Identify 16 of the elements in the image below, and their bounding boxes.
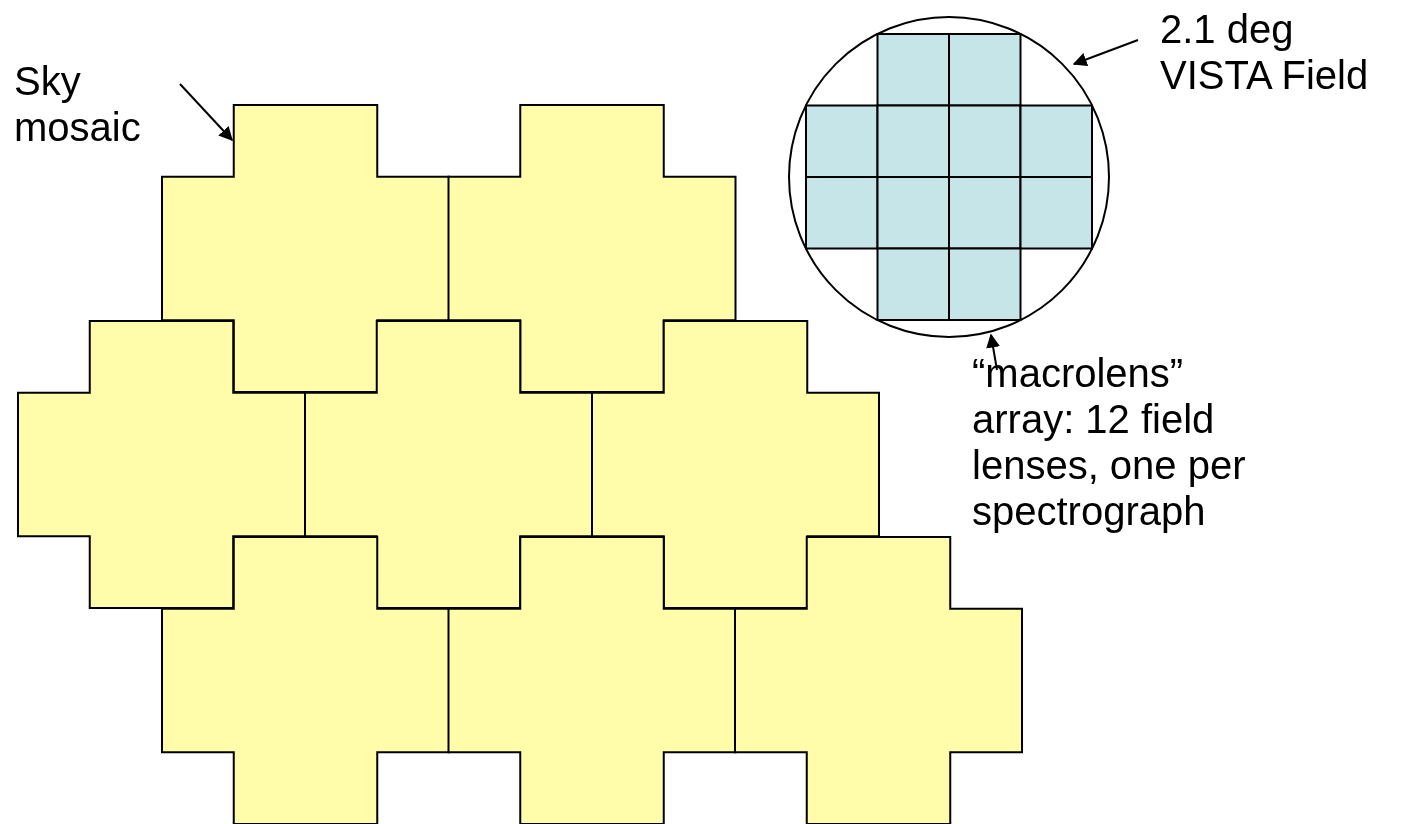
field-circle — [788, 16, 1110, 338]
mosaic-tile — [591, 320, 880, 609]
mosaic-tile — [734, 536, 1023, 824]
callout-text: “macrolens” array: 12 field lenses, one per spectrograph — [972, 350, 1272, 534]
mosaic-tile — [447, 104, 737, 393]
mosaic-tile — [447, 536, 737, 824]
mosaic-tile — [161, 536, 450, 824]
mosaic-tile — [17, 320, 306, 609]
lens-array — [805, 33, 1093, 321]
leader-line — [986, 333, 1001, 371]
leader-line — [179, 83, 233, 142]
callout-text: 2.1 deg VISTA Field — [1160, 6, 1400, 98]
leader-line — [1072, 39, 1139, 67]
callout-text: Sky mosaic — [14, 58, 184, 150]
mosaic-tile — [304, 320, 593, 609]
mosaic-tile — [161, 104, 450, 393]
